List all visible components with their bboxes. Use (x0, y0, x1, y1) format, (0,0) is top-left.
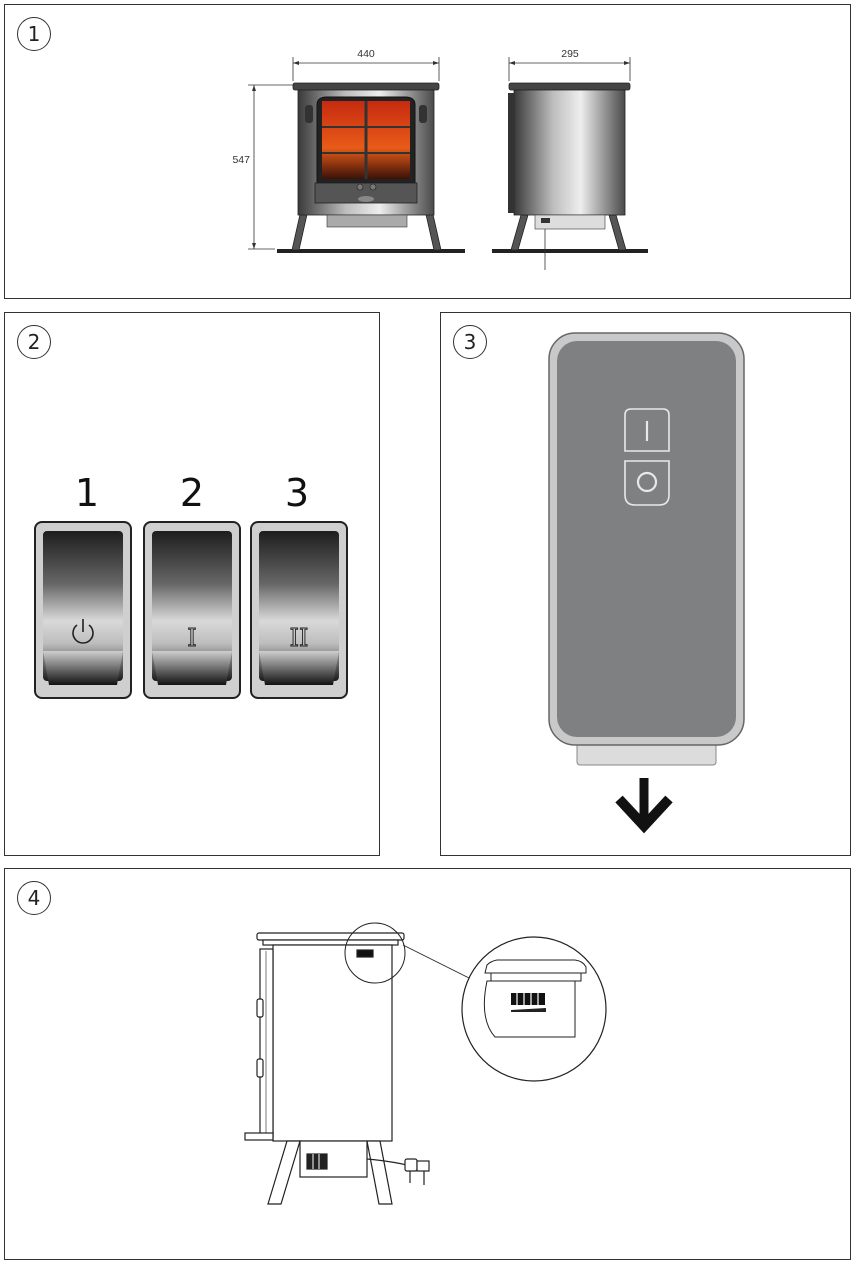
figure-number-1: 1 (17, 17, 51, 51)
figure-2-panel: 2 1 2 3 (4, 312, 380, 856)
heat-switch-ii: II (250, 521, 348, 699)
width-label: 440 (357, 48, 375, 60)
remote-control-drawing (548, 332, 745, 834)
detail-callout (344, 922, 607, 1082)
figure-3-panel: 3 (440, 312, 851, 856)
width-dimension: 440 (292, 48, 440, 81)
power-switch (34, 521, 132, 699)
switch-2-label: 2 (180, 471, 204, 515)
height-label: 547 (232, 154, 250, 166)
figure-number-2: 2 (17, 325, 51, 359)
power-icon (72, 619, 94, 644)
switch-panel-drawing: 1 2 3 I II (34, 471, 348, 699)
depth-dimension: 295 (508, 48, 631, 81)
switch-1-label: 1 (75, 471, 99, 515)
down-arrow-icon (615, 778, 673, 834)
heat-level-1-symbol: I (187, 624, 196, 652)
heat-switch-i: I (143, 521, 241, 699)
figure-number-4: 4 (17, 881, 51, 915)
on-button-icon (624, 408, 670, 452)
stove-dimension-drawing: 440 547 (232, 48, 648, 270)
figure-1-panel: 1 440 (4, 4, 851, 299)
rating-label-barcode-icon (511, 993, 545, 1005)
heat-level-2-symbol: II (290, 624, 309, 652)
figure-4-panel: 4 (4, 868, 851, 1260)
stove-rear-outline (244, 932, 430, 1205)
remote-control (548, 332, 745, 766)
depth-label: 295 (561, 48, 579, 60)
stove-rear-view-drawing (244, 922, 607, 1205)
height-dimension: 547 (232, 84, 295, 250)
stove-side-view (492, 82, 648, 270)
stove-front-view (277, 82, 465, 253)
figure-number-3: 3 (453, 325, 487, 359)
off-button-icon (624, 460, 670, 506)
switch-3-label: 3 (285, 471, 309, 515)
